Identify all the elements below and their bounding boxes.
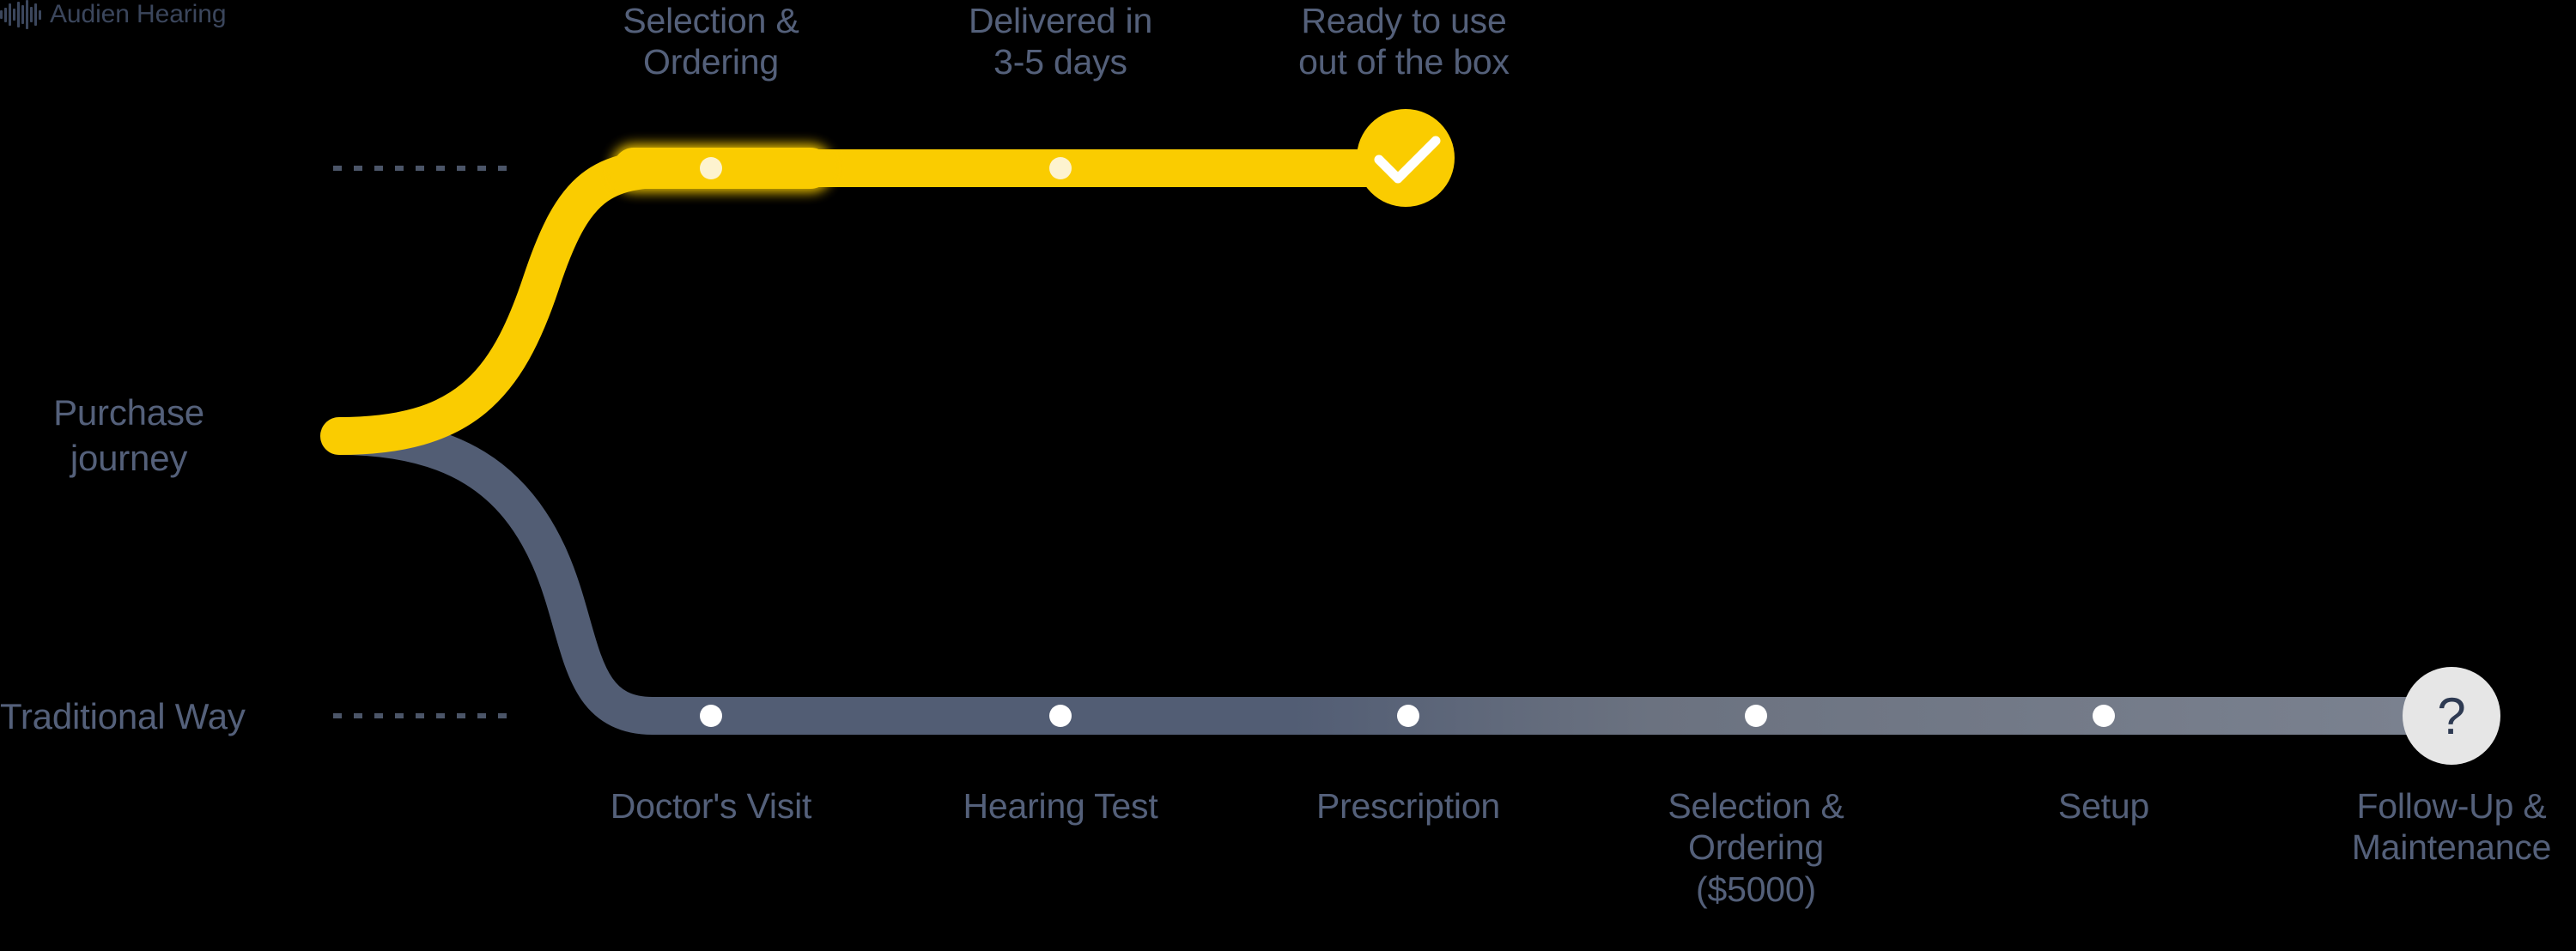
- audien-step-caption: Delivered in 3-5 days: [968, 1, 1153, 82]
- traditional-step-caption: Hearing Test: [963, 786, 1158, 826]
- row-label-audien-text: Audien Hearing: [50, 0, 227, 28]
- center-axis-label: Purchase journey: [53, 392, 204, 478]
- traditional-step-caption: Follow-Up & Maintenance: [2351, 786, 2552, 868]
- row-label-traditional: Traditional Way: [0, 696, 246, 736]
- check-icon: [1374, 136, 1441, 184]
- audio-waveform-icon: [0, 0, 41, 29]
- traditional-step-caption: Prescription: [1315, 786, 1501, 826]
- traditional-end-circle[interactable]: [2403, 667, 2500, 765]
- traditional-step-caption: Selection & Ordering ($5000): [1668, 786, 1844, 909]
- audien-end-marker[interactable]: [1357, 109, 1455, 207]
- audien-step-dot: [1049, 157, 1072, 179]
- audien-step-caption: Ready to use out of the box: [1298, 1, 1510, 82]
- traditional-step-dot: [700, 705, 722, 727]
- traditional-step-dot: [1397, 705, 1419, 727]
- traditional-step-dot: [2093, 705, 2115, 727]
- traditional-step-dot: [1745, 705, 1767, 727]
- row-label-audien: Audien Hearing: [0, 0, 258, 29]
- question-mark-icon: ?: [2437, 687, 2466, 745]
- traditional-step-dot: [1049, 705, 1072, 727]
- traditional-path-line: [320, 417, 2475, 735]
- traditional-step-caption: Doctor's Visit: [610, 786, 812, 826]
- audien-path-line: [320, 149, 1436, 455]
- traditional-step-caption: Setup: [2057, 786, 2150, 826]
- audien-step-caption: Selection & Ordering: [623, 1, 799, 82]
- check-circle: [1357, 109, 1455, 207]
- audien-step-dot: [700, 157, 722, 179]
